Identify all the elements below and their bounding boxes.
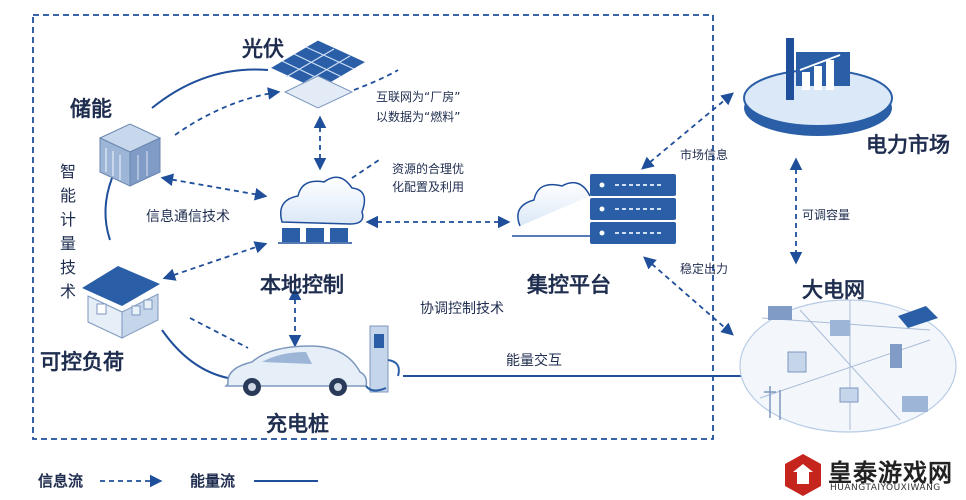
market-disc-icon xyxy=(743,38,893,136)
watermark-logo: 皇泰游戏网 HUANGTAIYOUXIWANG xyxy=(778,450,963,498)
logo-icon xyxy=(785,454,821,496)
label-platform: 集控平台 xyxy=(527,273,611,297)
flow-solar-right xyxy=(353,69,399,91)
label-local-control: 本地控制 xyxy=(260,273,344,297)
arc-storage-solar xyxy=(151,68,269,109)
flow-load-local xyxy=(162,241,268,281)
flow-storage-solar xyxy=(174,87,281,136)
virtual-plant-boundary xyxy=(32,14,714,440)
grid-disc-icon xyxy=(739,299,957,433)
arc-load-charger xyxy=(161,329,229,379)
electric-car-icon xyxy=(224,345,368,396)
platform-server-icon xyxy=(512,174,676,244)
label-coord-tech: 协调控制技术 xyxy=(420,301,504,317)
solar-panel-icon xyxy=(268,39,368,109)
label-smart-meter: 智能计量技术 xyxy=(60,162,77,301)
legend-energy-flow: 能量流 xyxy=(190,472,236,490)
flow-platform-market xyxy=(641,92,734,170)
flow-local-resource xyxy=(351,157,383,179)
label-grid: 大电网 xyxy=(802,278,865,302)
label-market: 电力市场 xyxy=(866,133,950,157)
arc-storage-load xyxy=(104,177,113,241)
label-load: 可控负荷 xyxy=(40,350,124,374)
charging-pile-icon xyxy=(365,325,400,393)
label-energy-exchange: 能量交互 xyxy=(506,353,562,369)
flow-storage-local xyxy=(160,173,268,201)
label-resource-2: 化配置及利用 xyxy=(392,180,465,194)
label-comm-tech: 信息通信技术 xyxy=(146,209,230,225)
watermark-name: 皇泰游戏网 xyxy=(828,459,953,487)
label-internet-1: 互联网为“厂房” xyxy=(376,90,461,104)
storage-icon xyxy=(98,123,162,187)
label-stable-output: 稳定出力 xyxy=(680,262,729,276)
label-internet-2: 以数据为“燃料” xyxy=(376,110,461,124)
label-resource-1: 资源的合理优 xyxy=(392,162,465,176)
legend-info-flow: 信息流 xyxy=(38,472,84,490)
label-market-info: 市场信息 xyxy=(680,148,729,162)
flow-platform-grid xyxy=(643,256,734,336)
label-solar: 光伏 xyxy=(242,37,284,61)
house-icon xyxy=(82,266,160,339)
label-charger: 充电桩 xyxy=(266,412,329,436)
flow-load-charger xyxy=(189,317,249,349)
label-adjustable-capacity: 可调容量 xyxy=(802,208,851,222)
local-control-icon xyxy=(278,176,366,244)
label-storage: 储能 xyxy=(70,97,112,121)
watermark-sub: HUANGTAIYOUXIWANG xyxy=(830,483,941,493)
